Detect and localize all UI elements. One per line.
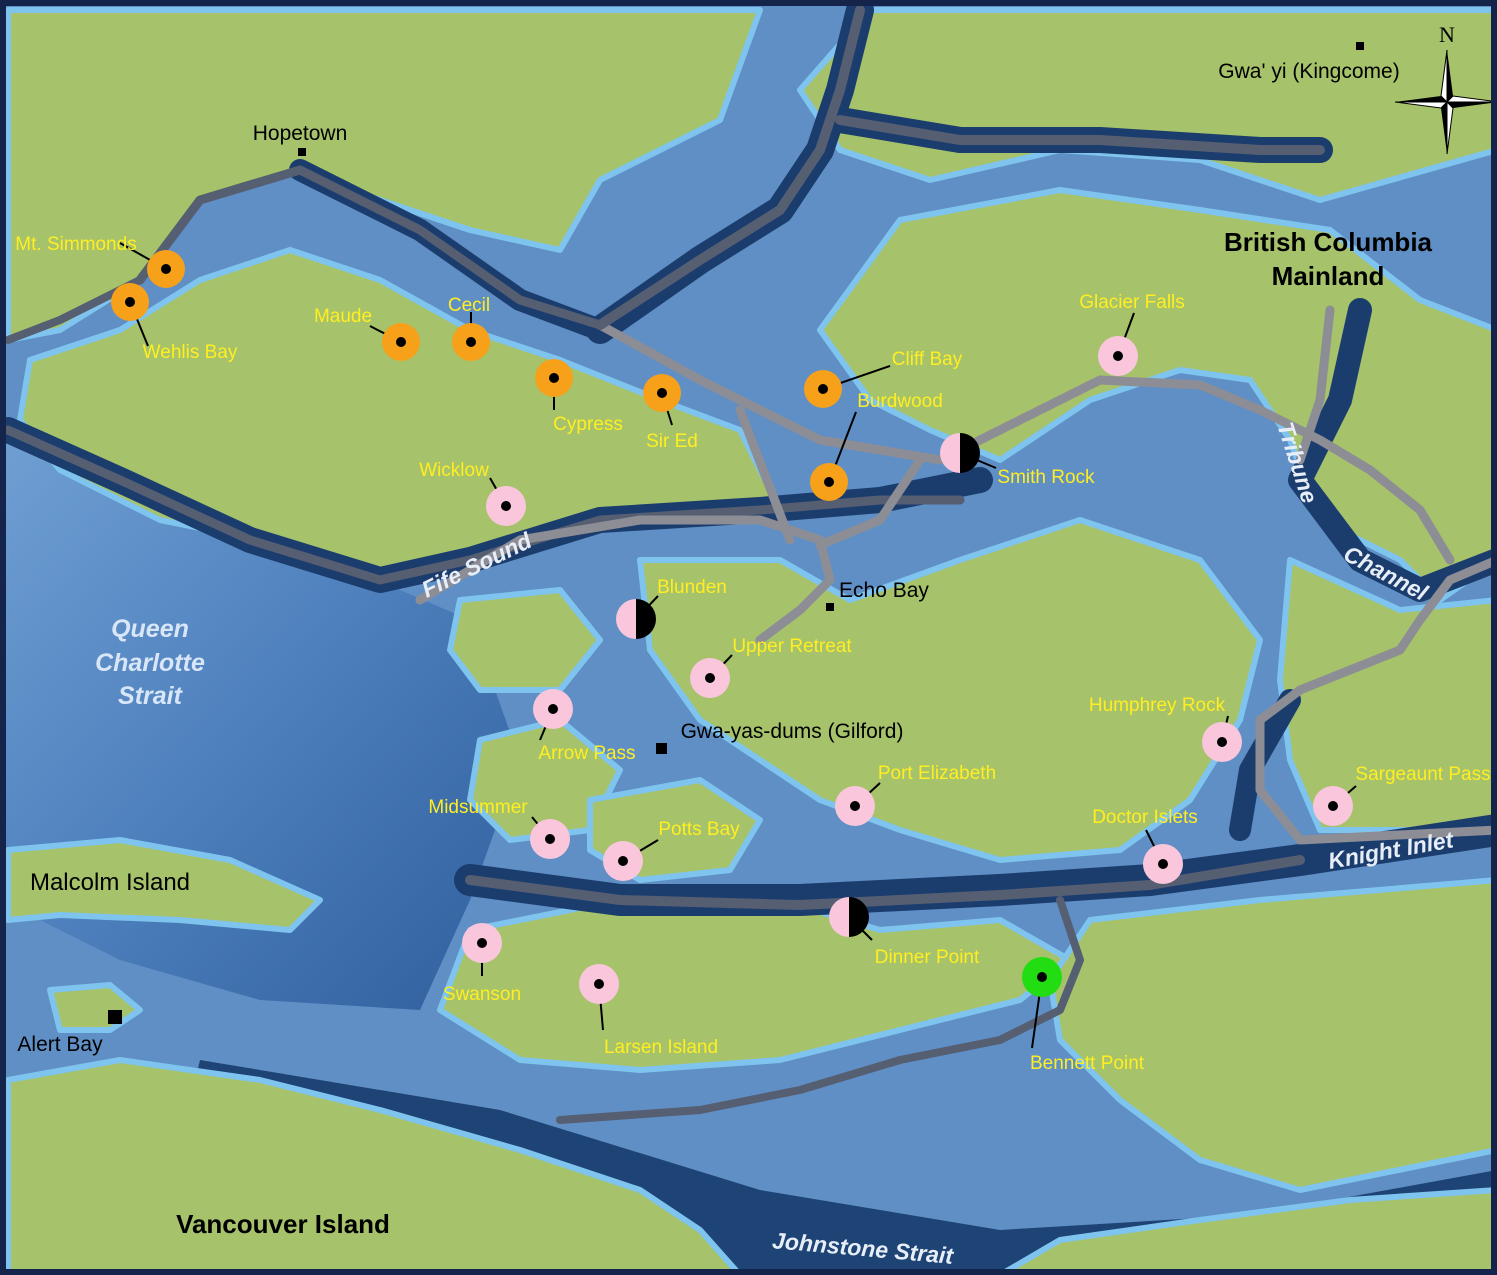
site-mt-simmonds[interactable]: Mt. Simmonds <box>15 234 185 288</box>
site-smith-rock[interactable]: Smith Rock <box>940 433 1095 488</box>
town-label-gilford: Gwa-yas-dums (Gilford) <box>681 720 904 743</box>
site-blunden[interactable]: Blunden <box>616 577 727 639</box>
site-label: Midsummer <box>428 797 528 818</box>
site-label: Cypress <box>553 414 623 435</box>
site-label: Doctor Islets <box>1092 807 1198 828</box>
site-glacier-falls[interactable]: Glacier Falls <box>1079 292 1185 376</box>
site-cypress[interactable]: Cypress <box>535 359 623 435</box>
farm-sites: Mt. Simmonds Wehlis Bay Maude Cecil <box>15 234 1490 1074</box>
site-label: Cliff Bay <box>892 349 963 370</box>
land-southeast-lower <box>997 1187 1497 1275</box>
town-marker-alert-bay <box>108 1010 122 1024</box>
land-masses <box>5 7 1497 1275</box>
site-marker[interactable] <box>940 433 960 473</box>
site-cecil[interactable]: Cecil <box>448 295 490 361</box>
site-upper-retreat[interactable]: Upper Retreat <box>690 636 852 698</box>
land-malcolm-island <box>5 837 323 933</box>
site-label: Humphrey Rock <box>1089 695 1226 716</box>
site-doctor-islets[interactable]: Doctor Islets <box>1092 807 1198 884</box>
land-vancouver-island <box>5 1057 743 1275</box>
site-larsen-island[interactable]: Larsen Island <box>579 964 718 1058</box>
site-marker[interactable] <box>616 599 636 639</box>
site-label: Wehlis Bay <box>143 342 238 363</box>
site-sargeaunt-pass[interactable]: Sargeaunt Pass <box>1313 764 1491 826</box>
qc-strait-label-line3: Strait <box>118 682 184 710</box>
malcolm-island-label: Malcolm Island <box>30 869 190 896</box>
site-burdwood[interactable]: Burdwood <box>810 391 943 501</box>
site-label: Sir Ed <box>646 431 698 452</box>
site-label: Bennett Point <box>1030 1053 1145 1074</box>
site-arrow-pass[interactable]: Arrow Pass <box>533 689 636 764</box>
site-label: Swanson <box>443 984 521 1005</box>
site-label: Larsen Island <box>604 1037 718 1058</box>
town-label-alert-bay: Alert Bay <box>17 1033 103 1056</box>
town-marker-kingcome <box>1356 42 1364 50</box>
site-marker[interactable] <box>829 897 849 937</box>
site-label: Port Elizabeth <box>878 763 996 784</box>
site-label: Upper Retreat <box>732 636 852 657</box>
site-label: Smith Rock <box>997 467 1095 488</box>
site-label: Burdwood <box>857 391 943 412</box>
site-label: Maude <box>314 306 372 327</box>
town-marker-echo-bay <box>826 603 834 611</box>
site-label: Arrow Pass <box>538 743 635 764</box>
site-label: Dinner Point <box>875 947 980 968</box>
site-label: Blunden <box>657 577 727 598</box>
site-sir-ed[interactable]: Sir Ed <box>643 374 698 452</box>
site-label: Sargeaunt Pass <box>1355 764 1490 785</box>
site-midsummer[interactable]: Midsummer <box>428 797 570 859</box>
town-label-echo-bay: Echo Bay <box>839 579 929 602</box>
site-label: Cecil <box>448 295 490 316</box>
site-label: Glacier Falls <box>1079 292 1185 313</box>
town-marker-hopetown <box>298 148 306 156</box>
site-maude[interactable]: Maude <box>314 306 420 361</box>
bc-mainland-label-line2: Mainland <box>1272 261 1385 291</box>
site-swanson[interactable]: Swanson <box>443 923 521 1005</box>
site-label: Potts Bay <box>658 819 740 840</box>
town-marker-gilford <box>656 743 667 754</box>
site-wehlis-bay[interactable]: Wehlis Bay <box>111 283 238 363</box>
land-islands-west-1 <box>447 587 603 693</box>
towns: Gwa' yi (Kingcome) Hopetown Echo Bay Gwa… <box>17 42 1400 1056</box>
town-label-hopetown: Hopetown <box>253 122 348 145</box>
town-label-kingcome: Gwa' yi (Kingcome) <box>1218 60 1399 83</box>
site-potts-bay[interactable]: Potts Bay <box>603 819 740 881</box>
site-dinner-point[interactable]: Dinner Point <box>829 897 980 968</box>
land-gilford-island <box>637 517 1263 863</box>
compass-rose <box>1394 49 1497 155</box>
site-bennett-point[interactable]: Bennett Point <box>1022 957 1145 1074</box>
site-label: Mt. Simmonds <box>15 234 136 255</box>
site-port-elizabeth[interactable]: Port Elizabeth <box>835 763 996 826</box>
site-label: Wicklow <box>419 460 489 481</box>
site-cliff-bay[interactable]: Cliff Bay <box>804 349 963 408</box>
qc-strait-label-line2: Charlotte <box>95 649 205 677</box>
vancouver-island-label: Vancouver Island <box>176 1209 390 1239</box>
site-humphrey-rock[interactable]: Humphrey Rock <box>1089 695 1242 762</box>
site-wicklow[interactable]: Wicklow <box>419 460 526 526</box>
compass-north-label: N <box>1439 22 1455 47</box>
qc-strait-label-line1: Queen <box>111 615 189 643</box>
bc-mainland-label-line1: British Columbia <box>1224 227 1433 257</box>
